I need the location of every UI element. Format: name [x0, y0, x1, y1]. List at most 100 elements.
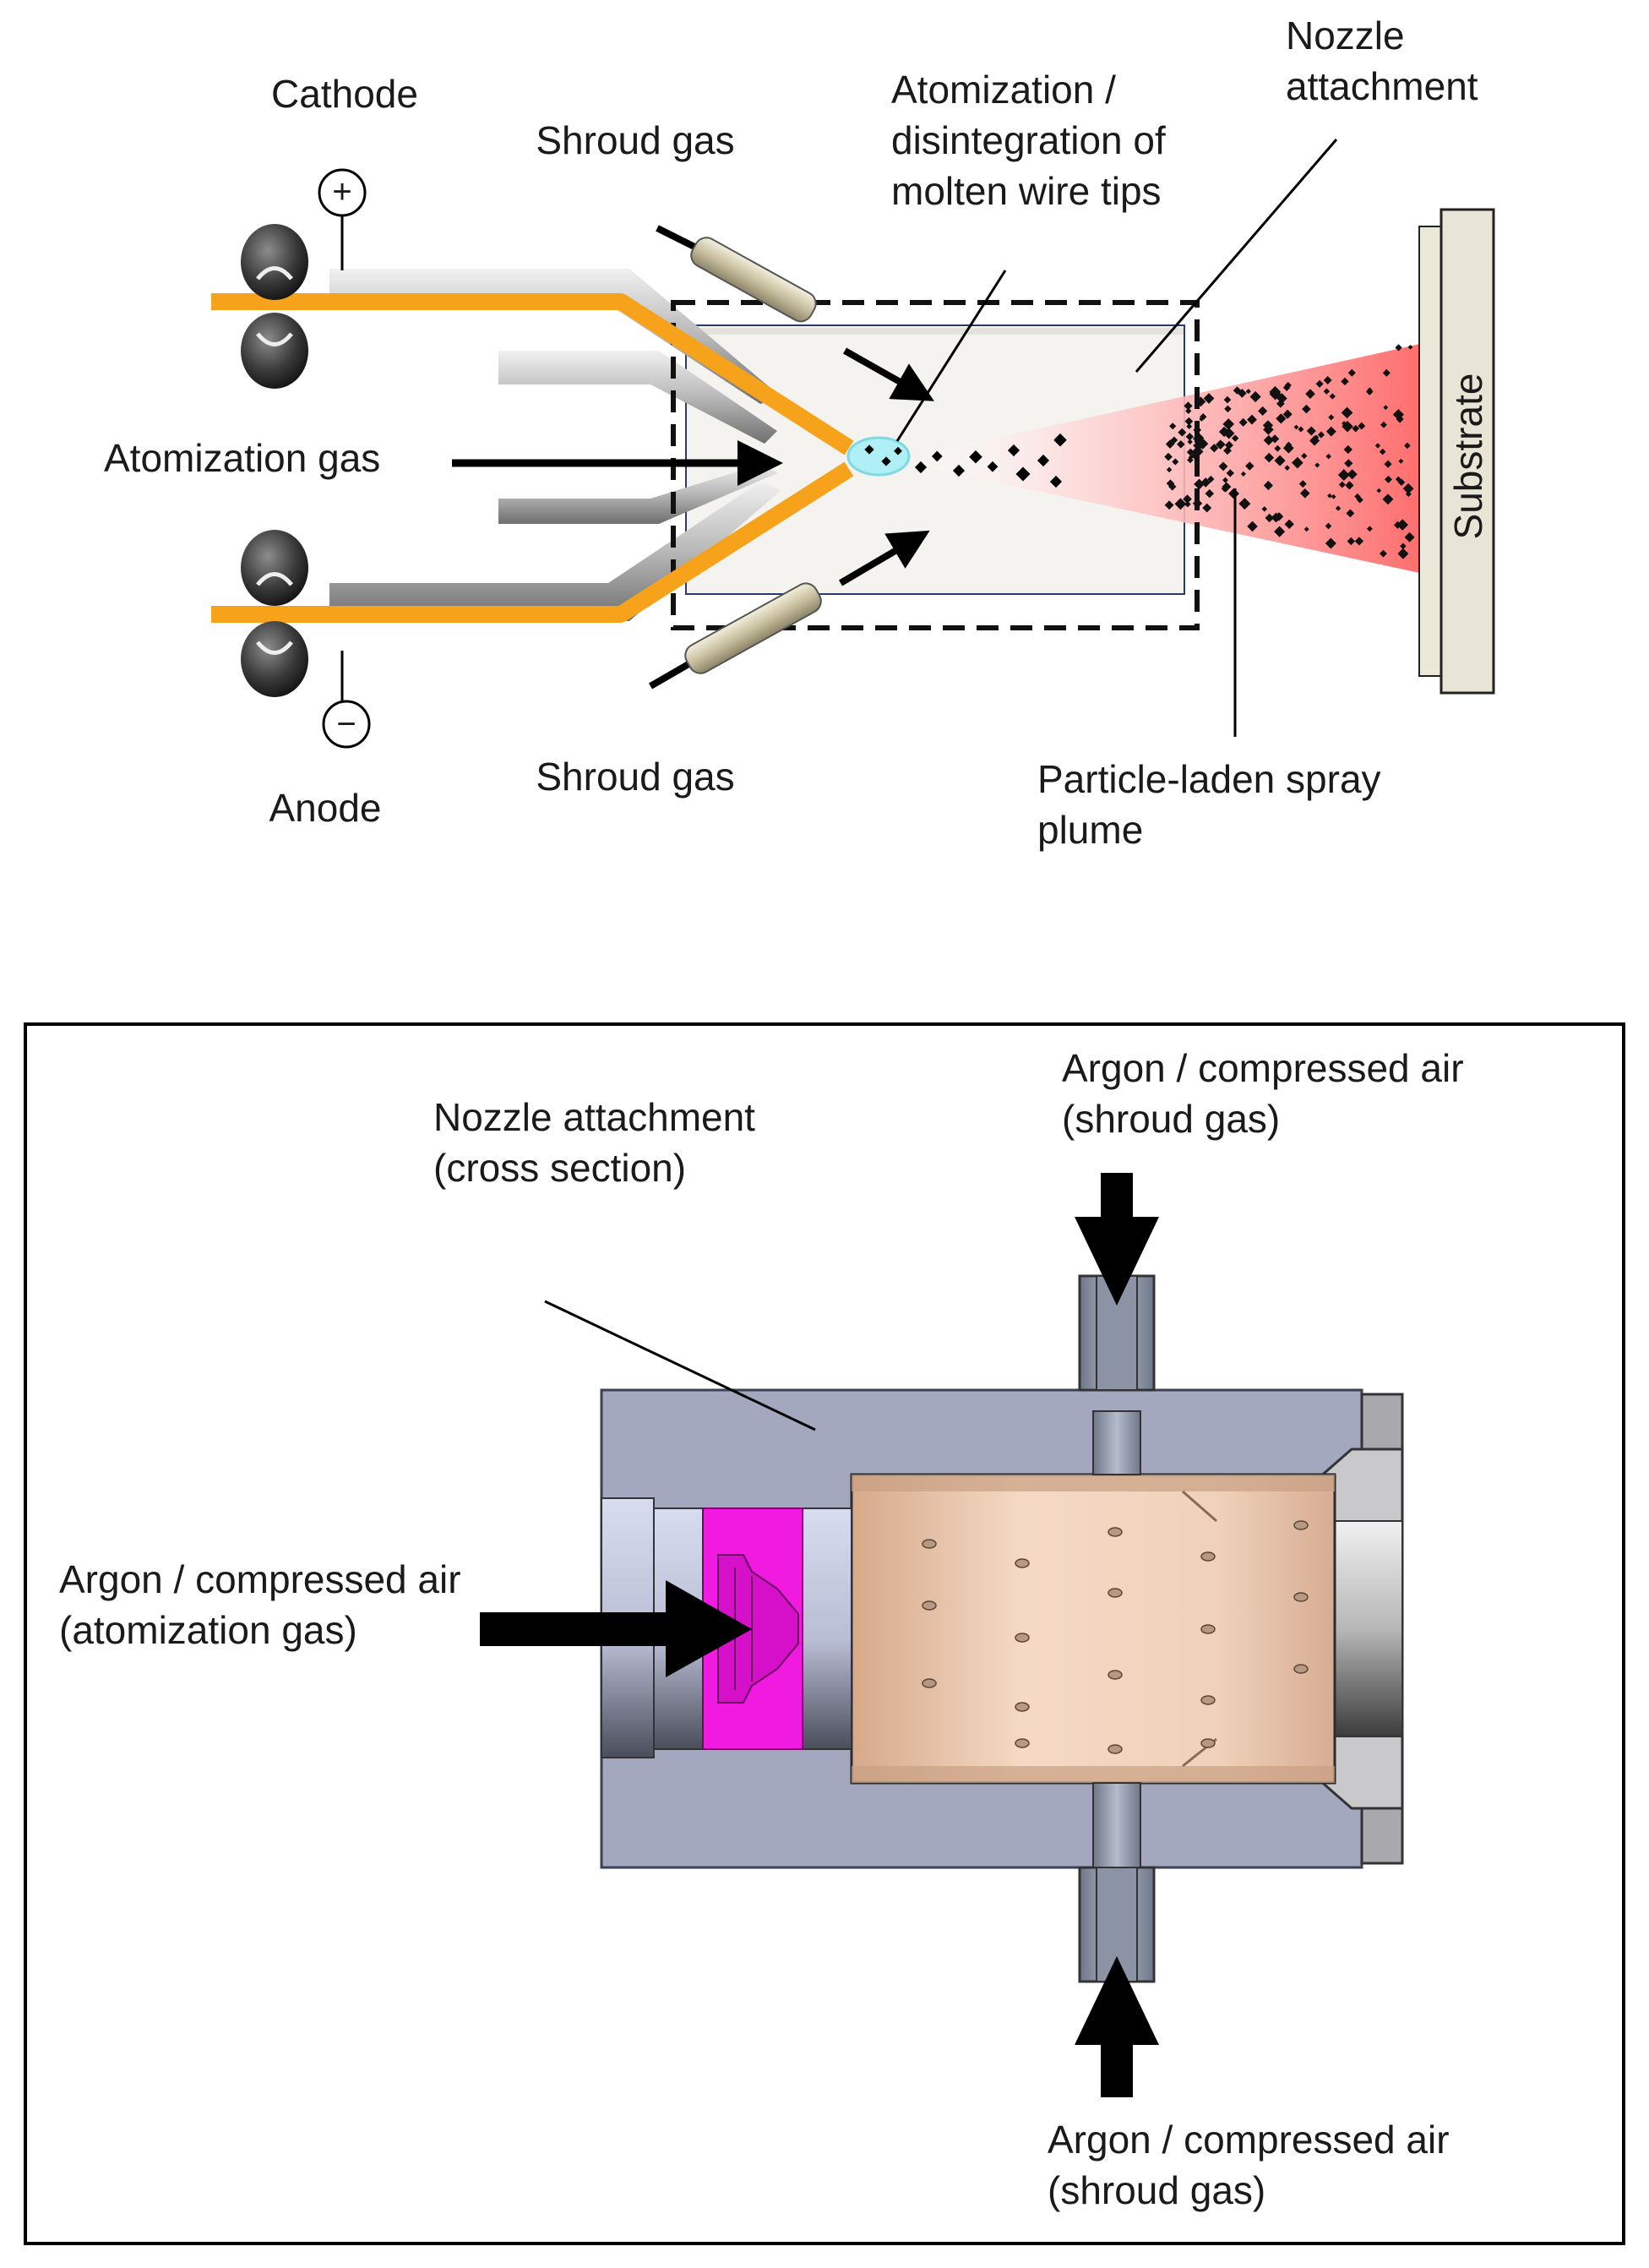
shroud-gas-bottom-label: Shroud gas	[536, 755, 734, 799]
spray-particle	[1325, 537, 1336, 549]
spray-particle	[1263, 434, 1274, 446]
spray-particle	[1232, 434, 1239, 442]
feed-rollers-top	[241, 224, 308, 389]
spray-particle	[1263, 480, 1273, 491]
particle-plume-line2: plume	[1037, 808, 1143, 852]
spray-particle	[1178, 428, 1187, 437]
spray-particle	[1329, 393, 1336, 400]
spray-particle	[1382, 493, 1394, 505]
spray-particle	[1341, 406, 1353, 419]
shroud-arrow-bottom	[1075, 1956, 1159, 2097]
spray-particle	[1354, 493, 1361, 500]
spray-particle	[1400, 542, 1407, 550]
spray-particle	[1298, 480, 1307, 488]
spray-particle	[1224, 440, 1233, 450]
substrate: Substrate	[1418, 208, 1495, 695]
shroud-in-bottom-line2: (shroud gas)	[1048, 2168, 1265, 2212]
atomization-note-line2: disintegration of	[891, 118, 1166, 162]
particle-plume-line1: Particle-laden spray	[1037, 757, 1381, 801]
spray-particle	[1245, 461, 1254, 471]
spray-particle	[1174, 498, 1187, 510]
shroud-gas-top-label: Shroud gas	[536, 118, 734, 162]
spray-particle	[1337, 469, 1350, 482]
spray-particle	[1379, 448, 1386, 455]
cross-section-pointer	[544, 1300, 816, 1431]
plus-sign: +	[332, 173, 351, 210]
spray-particle	[1376, 488, 1382, 493]
atomization-note-line1: Atomization /	[891, 68, 1116, 112]
spray-particle	[1218, 461, 1228, 472]
spray-particle	[1274, 526, 1286, 537]
atomization-arrow	[480, 1580, 752, 1677]
spray-particle	[1222, 428, 1235, 439]
wire-cathode	[211, 293, 854, 455]
spray-particle	[1238, 498, 1251, 510]
spray-particle	[1358, 422, 1366, 430]
spray-particle	[1205, 488, 1215, 499]
wire-anode	[211, 461, 854, 623]
spray-particle	[1346, 509, 1355, 518]
atomization-in-line1: Argon / compressed air	[59, 1557, 461, 1601]
spray-particle	[1404, 532, 1415, 542]
substrate-label: Substrate	[1446, 373, 1490, 540]
spray-particle	[1395, 476, 1401, 482]
spray-particle	[1365, 388, 1374, 395]
nozzle-pointer	[1135, 139, 1338, 373]
anode-label: Anode	[269, 786, 381, 830]
shroud-arrow-top	[1075, 1173, 1159, 1306]
spray-particles	[864, 433, 1067, 488]
atomization-pointer	[895, 270, 1007, 442]
spray-particle	[1188, 455, 1194, 461]
spray-particle	[1245, 389, 1251, 395]
nozzle-attachment-line1: Nozzle	[1286, 14, 1405, 57]
spray-particle	[1222, 482, 1232, 492]
spray-particle	[1195, 433, 1205, 443]
spray-particle	[1323, 376, 1332, 384]
spray-particle	[1265, 513, 1274, 523]
spray-particle	[1343, 444, 1352, 455]
spray-particle	[1284, 444, 1293, 454]
cathode-label: Cathode	[271, 72, 418, 116]
top-diagram: + −	[104, 14, 1495, 852]
spray-particle	[1263, 424, 1274, 435]
spray-particle	[1172, 458, 1179, 466]
cross-section-label-line2: (cross section)	[433, 1146, 686, 1190]
atomization-note-line3: molten wire tips	[891, 169, 1162, 213]
spray-particle	[1405, 491, 1412, 498]
liner-bore	[850, 1473, 1336, 1785]
shroud-in-bottom-line1: Argon / compressed air	[1048, 2118, 1450, 2162]
spray-particle	[1395, 344, 1402, 352]
minus-sign: −	[336, 706, 356, 743]
spray-particle	[1220, 441, 1226, 447]
bottom-diagram: Nozzle attachment (cross section) Argon …	[24, 1022, 1625, 2245]
spray-particle	[1186, 448, 1195, 456]
atomization-insert	[702, 1507, 803, 1750]
spray-particle	[1184, 500, 1191, 508]
spray-particle	[1233, 386, 1242, 395]
spray-particle	[1222, 477, 1228, 483]
atomization-gas-label: Atomization gas	[104, 436, 380, 480]
spray-particle	[1366, 526, 1373, 532]
spray-particle	[1325, 522, 1332, 530]
spray-particle	[1185, 407, 1192, 415]
spray-particle	[1327, 493, 1332, 499]
atomization-in-line2: (atomization gas)	[59, 1608, 357, 1652]
spray-particle	[1224, 405, 1232, 413]
spray-particle	[1313, 434, 1320, 440]
spray-particle	[1292, 456, 1303, 469]
cathode-terminal: +	[318, 168, 367, 270]
spray-particle	[1202, 503, 1212, 513]
wire-guide-bottom	[329, 463, 781, 621]
spray-particle	[1169, 423, 1177, 430]
spray-particle	[1397, 548, 1409, 559]
spray-particle	[1384, 475, 1393, 483]
spray-plume	[895, 342, 1428, 575]
spray-particle	[1314, 462, 1320, 468]
shroud-tube-bottom	[648, 530, 930, 690]
spray-particle	[1354, 537, 1364, 546]
spray-particle	[1274, 444, 1282, 452]
feed-rollers-bottom	[241, 530, 308, 697]
spray-particle	[1396, 519, 1408, 531]
end-flange	[1316, 1393, 1404, 1865]
